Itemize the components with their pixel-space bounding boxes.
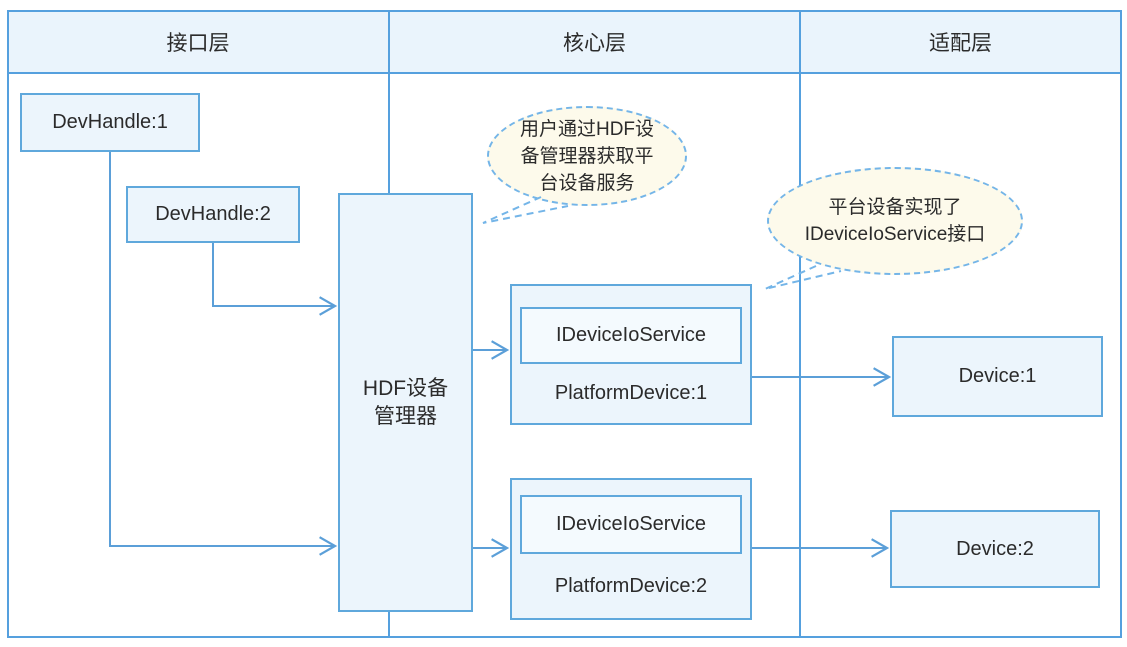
node-platform-device-2: IDeviceIoService PlatformDevice:2	[510, 478, 752, 620]
column-header-interface-layer: 接口层	[166, 32, 230, 55]
node-hdf-device-manager: HDF设备 管理器	[338, 193, 473, 612]
node-devhandle-1: DevHandle:1	[20, 93, 200, 152]
node-devhandle-2: DevHandle:2	[126, 186, 300, 243]
node-platform-device-1: IDeviceIoService PlatformDevice:1	[510, 284, 752, 425]
header-row	[7, 10, 1122, 74]
node-ideviceioservice-1: IDeviceIoService	[520, 307, 742, 364]
column-header-adapter-layer: 适配层	[929, 32, 992, 55]
node-ideviceioservice-2: IDeviceIoService	[520, 495, 742, 554]
callout-bubble-ideviceioservice: 平台设备实现了 IDeviceIoService接口	[767, 167, 1023, 275]
column-divider-2	[799, 10, 801, 638]
platform-device-1-label: PlatformDevice:1	[554, 382, 708, 404]
node-device-2: Device:2	[890, 510, 1100, 588]
platform-device-2-label: PlatformDevice:2	[554, 574, 708, 597]
column-header-core-layer: 核心层	[563, 32, 626, 55]
callout-bubble-hdf-manager: 用户通过HDF设 备管理器获取平 台设备服务	[487, 106, 687, 206]
node-device-1: Device:1	[892, 336, 1103, 417]
